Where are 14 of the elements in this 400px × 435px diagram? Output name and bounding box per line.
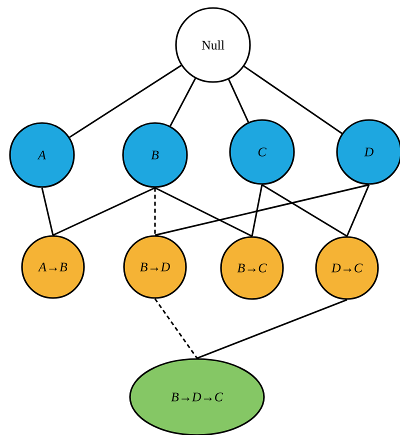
connector-line <box>244 66 342 134</box>
connector-line <box>170 78 196 126</box>
connector-line <box>262 184 348 237</box>
connector-line <box>251 184 263 236</box>
connector-line <box>154 187 252 237</box>
connector-line <box>69 64 182 138</box>
dashed-line <box>154 298 198 359</box>
connector-line <box>154 184 370 236</box>
dashed-line <box>154 188 156 236</box>
connector-line <box>41 188 54 236</box>
connector-line <box>196 299 348 359</box>
connector-line <box>52 187 156 236</box>
connector-line <box>346 184 370 236</box>
connector-line <box>228 79 250 122</box>
